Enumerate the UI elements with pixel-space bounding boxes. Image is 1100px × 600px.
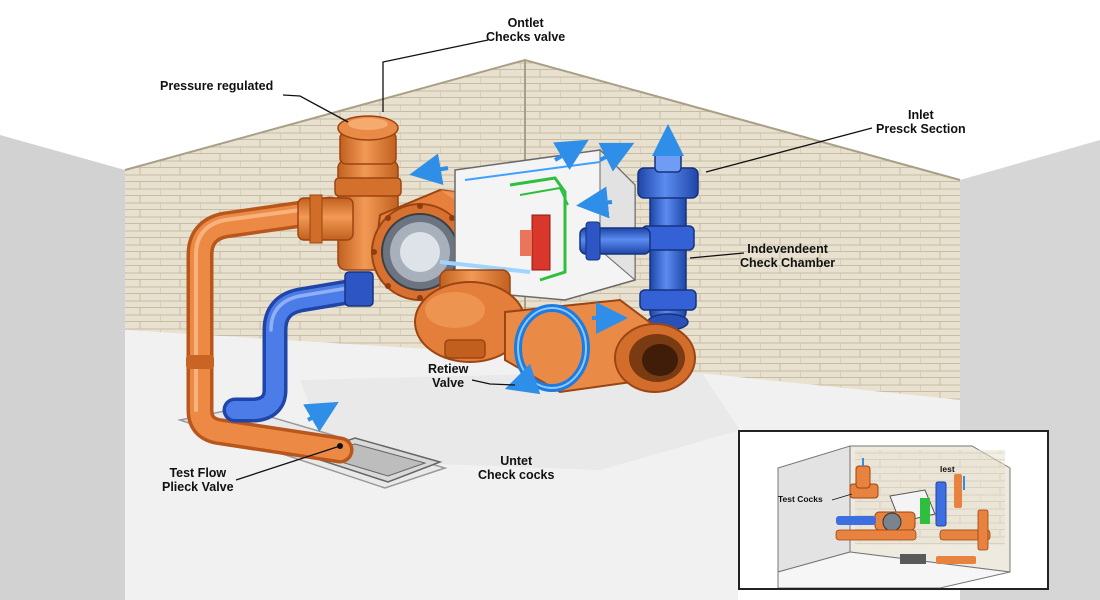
blue-left-coupling bbox=[344, 271, 374, 307]
label-line: Retiew bbox=[428, 362, 469, 376]
inset-label-small: lest bbox=[940, 464, 955, 474]
floor-shadow bbox=[300, 370, 740, 470]
label-line: Check Chamber bbox=[740, 256, 836, 270]
label-test-flow-valve: Test Flow Plieck Valve bbox=[162, 466, 234, 494]
label-pressure-regulated: Pressure regulated bbox=[160, 79, 273, 93]
inset-detail-view: Test Cocks lest bbox=[738, 430, 1049, 590]
label-line: Presck Section bbox=[876, 122, 966, 136]
label-relief-valve: Retiew Valve bbox=[428, 362, 468, 390]
label-line: Pressure regulated bbox=[160, 79, 274, 93]
red-check-disc bbox=[531, 214, 551, 271]
label-line: Inlet bbox=[907, 108, 934, 122]
orange-left-coupling bbox=[186, 355, 214, 369]
flow-arrows bbox=[303, 124, 684, 432]
label-line: Check cocks bbox=[478, 468, 555, 482]
inset-label-test-cocks: Test Cocks bbox=[778, 494, 823, 504]
label-line: Plieck Valve bbox=[162, 480, 234, 494]
label-check-cocks: Untet Check cocks bbox=[478, 454, 554, 482]
label-independent-check-chamber: Indevendeent Check Chamber bbox=[740, 242, 835, 270]
wall-top-edge bbox=[124, 58, 961, 181]
label-line: Indevendeent bbox=[747, 242, 828, 256]
leader-lines bbox=[235, 39, 873, 481]
label-line: Ontlet bbox=[507, 16, 544, 30]
label-line: Valve bbox=[432, 376, 465, 390]
green-seal-line bbox=[509, 176, 567, 282]
inset-illustration bbox=[777, 445, 1011, 588]
label-inlet-section: Inlet Presck Section bbox=[876, 108, 966, 136]
label-line: Checks valve bbox=[486, 30, 566, 44]
label-outlet-check-valve: Ontlet Checks valve bbox=[486, 16, 565, 44]
label-line: Untet bbox=[500, 454, 533, 468]
label-line: Test Flow bbox=[169, 466, 227, 480]
left-surround bbox=[0, 135, 125, 600]
